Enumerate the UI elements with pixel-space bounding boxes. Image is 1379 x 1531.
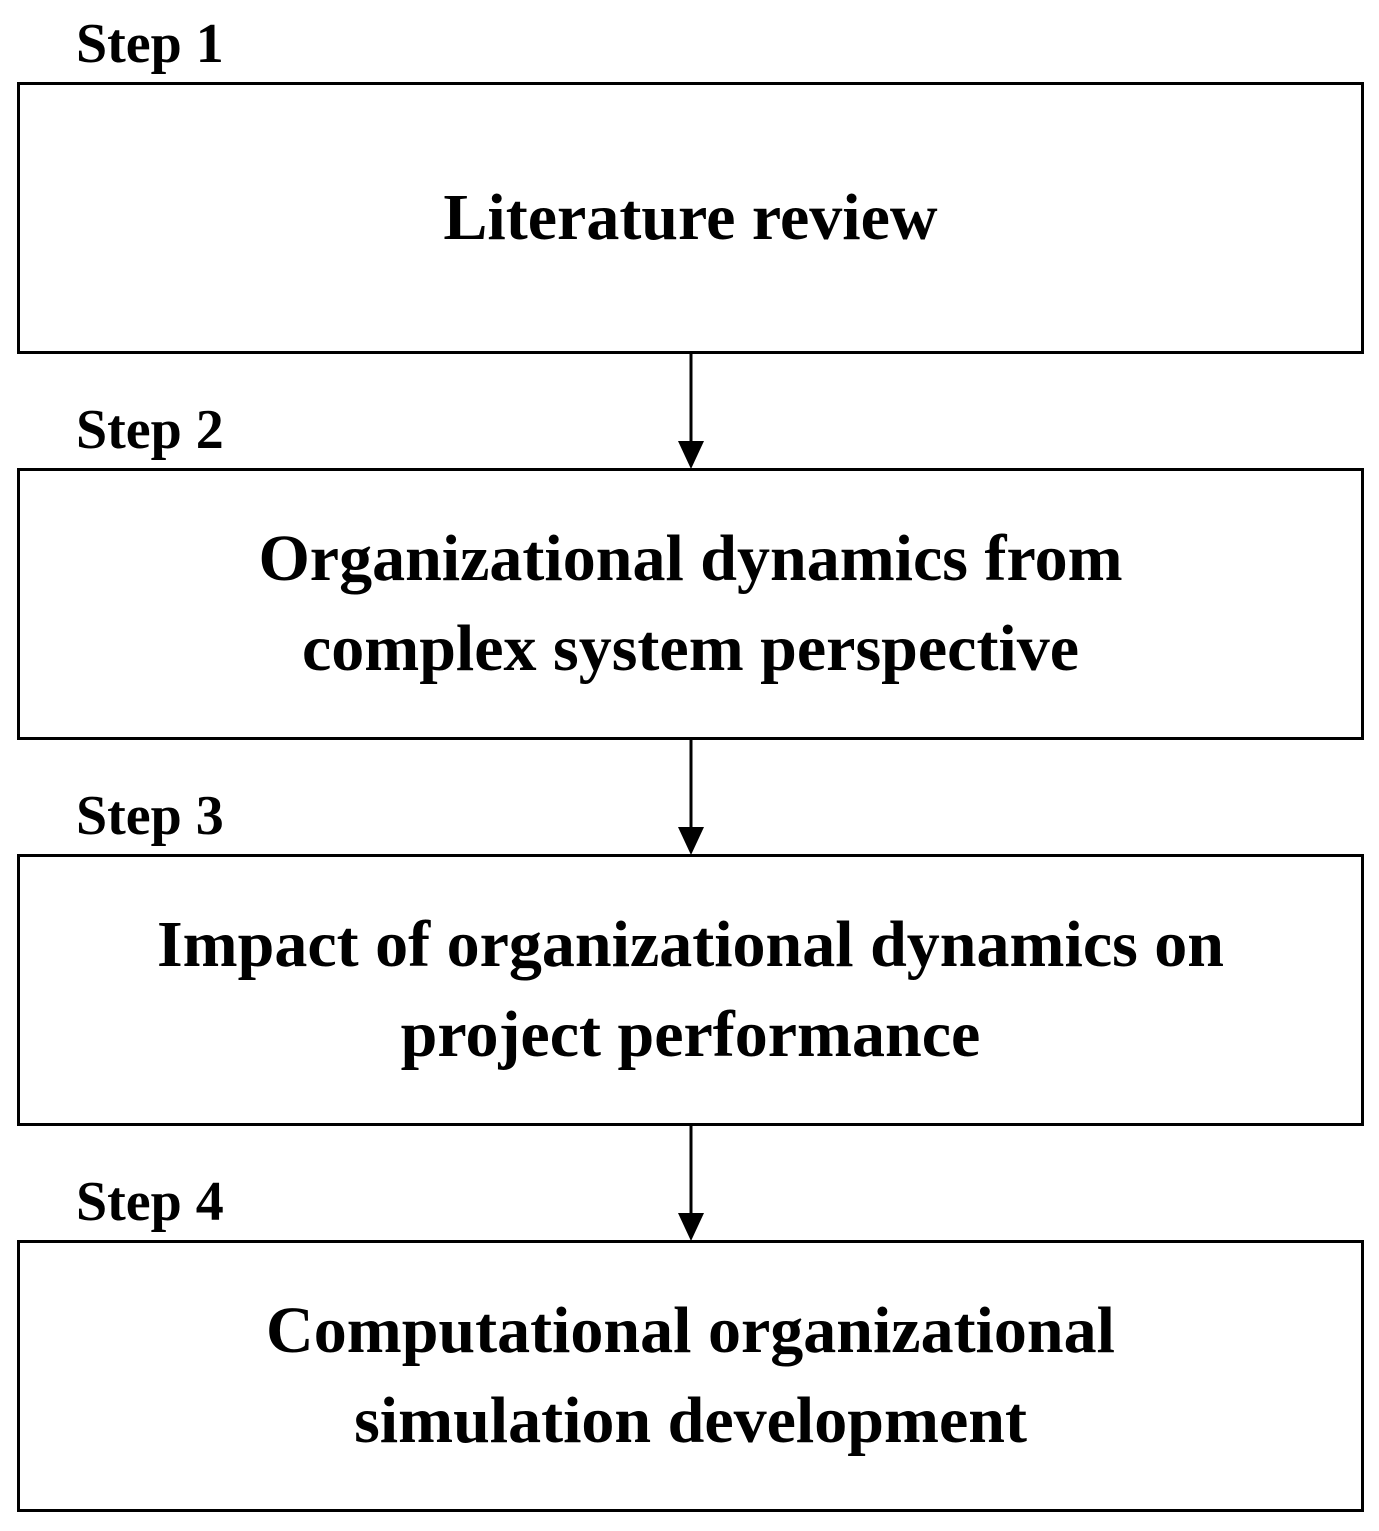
step-2-text: Organizational dynamics from complex sys… (258, 522, 1123, 685)
step-3-label: Step 3 (76, 785, 224, 847)
step-1-label: Step 1 (76, 13, 224, 75)
arrow-3-4 (678, 1125, 704, 1241)
step-1-box: Literature review (17, 82, 1364, 354)
step-2-box: Organizational dynamics from complex sys… (17, 468, 1364, 740)
step-4-text: Computational organizational simulation … (266, 1294, 1115, 1457)
arrow-1-2 (678, 353, 704, 469)
step-4-label: Step 4 (76, 1171, 224, 1233)
step-1-text: Literature review (443, 181, 938, 254)
step-4-box: Computational organizational simulation … (17, 1240, 1364, 1512)
step-3-text: Impact of organizational dynamics on pro… (156, 908, 1225, 1071)
step-2-label: Step 2 (76, 399, 224, 461)
step-3-box: Impact of organizational dynamics on pro… (17, 854, 1364, 1126)
arrow-2-3 (678, 739, 704, 855)
